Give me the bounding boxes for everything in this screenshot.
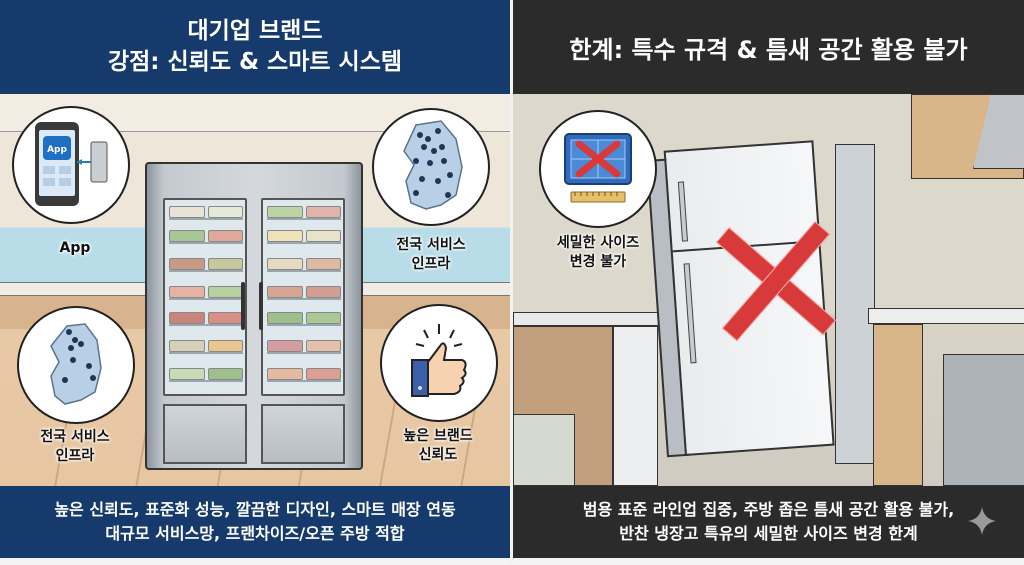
right-footer: 범용 표준 라인업 집중, 주방 좁은 틈새 공간 활용 불가, 반찬 냉장고 … bbox=[513, 486, 1024, 558]
right-panel-limitations: 한계: 특수 규격 & 틈새 공간 활용 불가 bbox=[513, 0, 1024, 565]
dishwasher bbox=[613, 326, 658, 486]
left-header-line2: 강점: 신뢰도 & 스마트 시스템 bbox=[107, 49, 403, 75]
right-footer-line1: 범용 표준 라인업 집중, 주방 좁은 틈새 공간 활용 불가, bbox=[582, 500, 955, 519]
panel-divider bbox=[510, 0, 513, 565]
smartphone-app-icon: App bbox=[35, 122, 108, 206]
left-footer: 높은 신뢰도, 표준화 성능, 깔끔한 디자인, 스마트 매장 연동 대규모 서… bbox=[0, 486, 510, 558]
badge-service-bottom-label: 전국 서비스 인프라 bbox=[40, 429, 110, 464]
left-header-line1: 대기업 브랜드 bbox=[187, 18, 323, 44]
right-kitchen-scene: 세밀한 사이즈 변경 불가 bbox=[513, 94, 1024, 486]
badge-app: App bbox=[12, 106, 130, 224]
korea-map-pins-icon bbox=[403, 120, 463, 210]
left-footer-line2: 대규모 서비스망, 프랜차이즈/오픈 주방 적합 bbox=[105, 524, 405, 543]
fridge-left-door bbox=[161, 172, 249, 472]
thumbs-up-icon bbox=[411, 324, 467, 397]
right-footer-line2: 반찬 냉장고 특유의 세밀한 사이즈 변경 한계 bbox=[619, 524, 918, 543]
stove-oven bbox=[943, 354, 1024, 486]
badge-service-top-label: 전국 서비스 인프라 bbox=[396, 237, 466, 272]
blueprint-x-ruler-icon bbox=[564, 133, 632, 203]
left-footer-line1: 높은 신뢰도, 표준화 성능, 깔끔한 디자인, 스마트 매장 연동 bbox=[54, 500, 456, 519]
standard-fridge-illustration bbox=[646, 140, 835, 458]
double-door-glass-fridge-illustration bbox=[145, 162, 363, 470]
badge-size-label: 세밀한 사이즈 변경 불가 bbox=[556, 235, 640, 270]
right-header: 한계: 특수 규격 & 틈새 공간 활용 불가 bbox=[513, 0, 1024, 94]
badge-service-bottom bbox=[17, 306, 135, 424]
badge-size bbox=[539, 110, 657, 228]
sink-counter bbox=[513, 312, 673, 326]
lower-cabinet bbox=[873, 324, 923, 486]
left-header: 대기업 브랜드 강점: 신뢰도 & 스마트 시스템 bbox=[0, 0, 510, 94]
trash-bin bbox=[513, 414, 575, 486]
badge-trust-label: 높은 브랜드 신뢰도 bbox=[403, 428, 473, 463]
sparkle-icon bbox=[968, 507, 996, 535]
korea-map-pins-icon bbox=[50, 323, 102, 405]
badge-trust bbox=[380, 304, 498, 422]
left-kitchen-scene: App App 전국 서비스 bbox=[0, 94, 510, 486]
left-panel-strengths: 대기업 브랜드 강점: 신뢰도 & 스마트 시스템 bbox=[0, 0, 510, 565]
stove-counter bbox=[868, 308, 1024, 324]
side-shelf-unit bbox=[835, 144, 875, 464]
badge-app-label: App bbox=[59, 240, 91, 256]
svg-text:App: App bbox=[47, 145, 67, 155]
right-header-line1: 한계: 특수 규격 & 틈새 공간 활용 불가 bbox=[569, 35, 968, 64]
fridge-right-door bbox=[259, 172, 347, 472]
red-x-mark-icon bbox=[711, 222, 828, 339]
badge-service-top bbox=[372, 108, 490, 226]
